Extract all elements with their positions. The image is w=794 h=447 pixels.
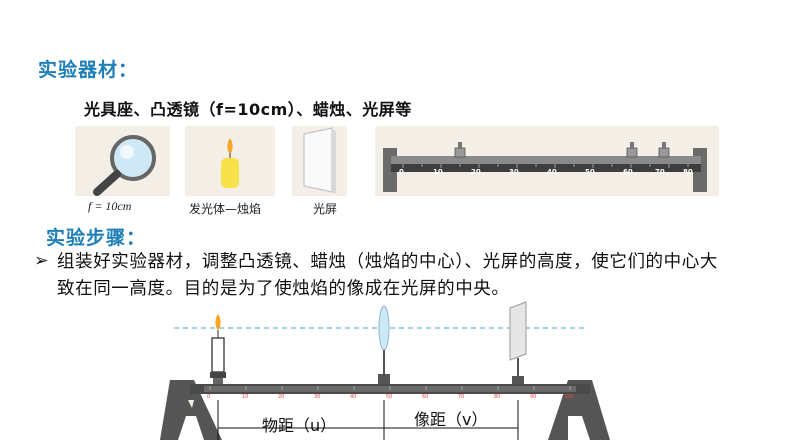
bench-tick-50: 50	[585, 168, 595, 176]
candle-icon	[221, 138, 239, 188]
screen-on-bench	[509, 301, 527, 384]
image-distance-label: 像距（v）	[414, 410, 488, 429]
diagram-scale-labels: 0 10 20 30 40 50 60 70 80 90 100	[207, 394, 574, 400]
candle-on-bench	[210, 314, 226, 384]
diagram-tick-50: 50	[386, 394, 392, 400]
candle-card	[185, 126, 275, 196]
right-support	[548, 380, 610, 440]
bench-diagram: 0 10 20 30 40 50 60 70 80 90 100	[160, 301, 610, 440]
bench-tick-70: 70	[655, 168, 665, 176]
diagram-tick-20: 20	[278, 394, 284, 400]
diagram-tick-10: 10	[242, 394, 248, 400]
candle-caption: 发光体—烛焰	[189, 202, 262, 216]
materials-list: 光具座、凸透镜（f=10cm）、蜡烛、光屏等	[84, 100, 412, 119]
bench-tick-40: 40	[547, 168, 557, 176]
diagram-tick-60: 60	[422, 394, 428, 400]
bench-tick-0: 0	[399, 168, 404, 176]
magnifier-icon	[93, 135, 156, 196]
steps-bullet: ➢	[34, 251, 50, 271]
object-distance-label: 物距（u）	[262, 416, 337, 435]
bench-scale-labels: 0 10 20 30 40 50 60 70 80	[399, 168, 693, 176]
bench-tick-30: 30	[509, 168, 519, 176]
diagram-tick-0: 0	[207, 394, 210, 400]
diagram-tick-100: 100	[564, 394, 574, 400]
left-support	[160, 380, 222, 440]
materials-heading: 实验器材：	[38, 59, 139, 81]
screen-caption: 光屏	[313, 202, 338, 216]
magnifier-card	[75, 126, 170, 196]
bench-tick-10: 10	[433, 168, 443, 176]
diagram-tick-90: 90	[530, 394, 536, 400]
steps-text: 组装好实验器材，调整凸透镜、蜡烛（烛焰的中心）、光屏的高度，使它们的中心大致在同…	[57, 252, 718, 299]
diagram-tick-30: 30	[314, 394, 320, 400]
screen-icon	[303, 127, 336, 194]
optical-bench-icon: 0 10 20 30 40 50 60 70 80	[383, 142, 707, 192]
lens-on-bench	[378, 305, 390, 384]
diagram-tick-80: 80	[494, 394, 500, 400]
lens-focal-caption: f = 10cm	[88, 199, 132, 213]
diagram-tick-70: 70	[458, 394, 464, 400]
steps-heading: 实验步骤：	[46, 227, 147, 249]
bench-tick-60: 60	[623, 168, 633, 176]
bench-tick-80: 80	[683, 168, 693, 176]
bench-tick-20: 20	[471, 168, 481, 176]
diagram-tick-40: 40	[350, 394, 356, 400]
screen-card	[292, 126, 347, 196]
optical-bench-card: 0 10 20 30 40 50 60 70 80	[375, 126, 719, 196]
